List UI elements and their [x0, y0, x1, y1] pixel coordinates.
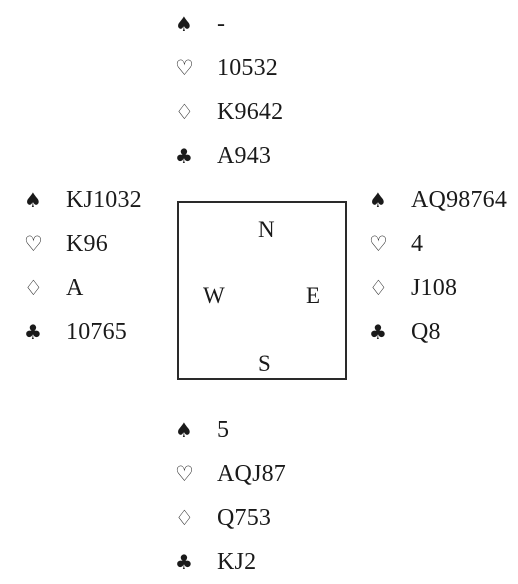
north-clubs-row: ♣ A943 [175, 134, 283, 178]
west-hand: ♠ KJ1032 ♡ K96 ♢ A ♣ 10765 [24, 178, 142, 354]
heart-outline-icon: ♡ [369, 231, 388, 256]
west-clubs-cards: 10765 [66, 318, 127, 345]
north-diamonds-cards: K9642 [217, 98, 284, 125]
north-hearts-cards: 10532 [217, 54, 278, 81]
north-spades-cards: - [217, 10, 226, 37]
north-clubs-cards: A943 [217, 142, 272, 169]
diamond-outline-icon: ♢ [175, 99, 194, 124]
east-clubs-row: ♣ Q8 [369, 310, 507, 354]
west-hearts-row: ♡ K96 [24, 222, 142, 266]
west-spades-row: ♠ KJ1032 [24, 178, 142, 222]
west-clubs-row: ♣ 10765 [24, 310, 142, 354]
north-hand: ♠ - ♡ 10532 ♢ K9642 ♣ A943 [175, 2, 283, 178]
spade-icon: ♠ [175, 418, 193, 442]
east-hand: ♠ AQ98764 ♡ 4 ♢ J108 ♣ Q8 [369, 178, 507, 354]
south-diamonds-row: ♢ Q753 [175, 496, 286, 540]
compass-table: N W E S [177, 201, 347, 380]
south-diamonds-cards: Q753 [217, 504, 272, 531]
south-hearts-cards: AQJ87 [217, 460, 287, 487]
heart-outline-icon: ♡ [24, 231, 43, 256]
south-clubs-row: ♣ KJ2 [175, 540, 286, 584]
club-icon: ♣ [24, 320, 42, 344]
diamond-outline-icon: ♢ [175, 505, 194, 530]
east-clubs-cards: Q8 [411, 318, 441, 345]
spade-icon: ♠ [369, 188, 387, 212]
compass-west-label: W [203, 283, 225, 308]
heart-outline-icon: ♡ [175, 461, 194, 486]
club-icon: ♣ [175, 550, 193, 574]
west-diamonds-cards: A [66, 274, 84, 301]
north-hearts-row: ♡ 10532 [175, 46, 283, 90]
compass-east-label: E [306, 283, 321, 308]
club-icon: ♣ [369, 320, 387, 344]
south-hand: ♠ 5 ♡ AQJ87 ♢ Q753 ♣ KJ2 [175, 408, 286, 584]
south-spades-row: ♠ 5 [175, 408, 286, 452]
north-diamonds-row: ♢ K9642 [175, 90, 283, 134]
east-spades-row: ♠ AQ98764 [369, 178, 507, 222]
diamond-outline-icon: ♢ [369, 275, 388, 300]
east-diamonds-row: ♢ J108 [369, 266, 507, 310]
club-icon: ♣ [175, 144, 193, 168]
east-hearts-row: ♡ 4 [369, 222, 507, 266]
west-diamonds-row: ♢ A [24, 266, 142, 310]
south-spades-cards: 5 [217, 416, 230, 443]
compass-north-label: N [258, 217, 275, 242]
east-hearts-cards: 4 [411, 230, 424, 257]
west-spades-cards: KJ1032 [66, 186, 142, 213]
heart-outline-icon: ♡ [175, 55, 194, 80]
east-diamonds-cards: J108 [411, 274, 458, 301]
north-spades-row: ♠ - [175, 2, 283, 46]
south-hearts-row: ♡ AQJ87 [175, 452, 286, 496]
east-spades-cards: AQ98764 [411, 186, 508, 213]
diamond-outline-icon: ♢ [24, 275, 43, 300]
south-clubs-cards: KJ2 [217, 548, 257, 575]
spade-icon: ♠ [24, 188, 42, 212]
west-hearts-cards: K96 [66, 230, 108, 257]
spade-icon: ♠ [175, 12, 193, 36]
compass-south-label: S [258, 351, 271, 376]
